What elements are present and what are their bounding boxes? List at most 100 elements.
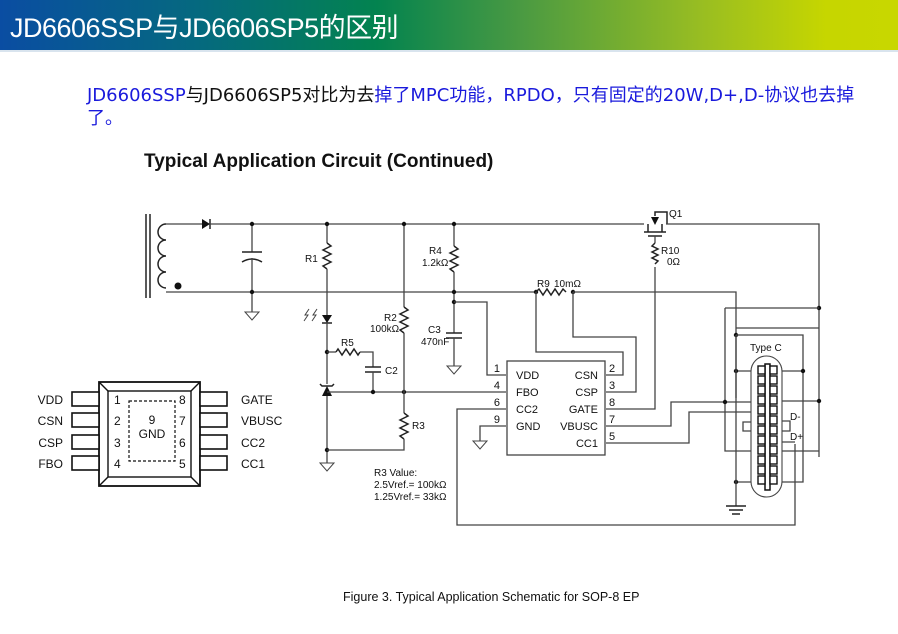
type-c-contact [757,375,766,385]
type-c-contact [769,455,778,465]
c2-label: C2 [385,366,398,377]
package-pin [199,455,228,471]
package-pin-number: 7 [179,414,186,428]
type-c-contact [757,405,766,415]
c3-label: C3 [428,325,441,336]
r4-label: R4 [429,246,442,257]
package-pin [199,412,228,428]
ic-pin-cc2: CC2 [516,404,538,416]
type-c-contact [769,405,778,415]
package-pin [199,434,228,450]
r3-note-title: R3 Value: [374,468,417,479]
transformer [145,214,182,298]
type-c-contact [757,425,766,435]
controller-ic [506,360,606,456]
package-pin [71,434,100,450]
r9-label: R9 [537,279,550,290]
r3-note-line2: 1.25Vref.= 33kΩ [374,492,447,503]
r2-label: R2 [384,313,397,324]
r1-resistor [321,242,333,270]
ground-icon [318,462,336,472]
type-c-contact [757,455,766,465]
type-c-contact [757,395,766,405]
output-capacitor [241,224,263,321]
r4-resistor [448,245,460,273]
ic-pin-cc1: CC1 [576,438,598,450]
ic-pin-csn: CSN [575,370,598,382]
ic-pin-number: 5 [609,431,615,443]
r3-note-line1: 2.5Vref.= 100kΩ [374,480,447,491]
type-c-contact [769,465,778,475]
package-pin-name: FBO [38,457,63,471]
type-c-contact [769,365,778,375]
type-c-contact [769,435,778,445]
type-c-contact [757,415,766,425]
package-pin-number: 5 [179,457,186,471]
type-c-contact [757,445,766,455]
d-minus-label: D- [790,412,801,423]
type-c-contact [769,425,778,435]
package-pin [71,455,100,471]
r5-label: R5 [341,338,354,349]
ic-pin-number: 2 [609,363,615,375]
rectifier-diode-icon [202,219,210,229]
d-plus-label: D+ [790,432,803,443]
type-c-contact [757,385,766,395]
package-pin-name: VBUSC [241,414,283,428]
package-pin-number: 6 [179,436,186,450]
ic-pin-gate: GATE [569,404,598,416]
ground-icon [445,365,463,375]
pad-number: 9 [149,413,156,427]
ic-pin-vbusc: VBUSC [560,421,598,433]
type-c-contact [769,475,778,485]
type-c-label: Type C [750,343,782,354]
package-pin-number: 1 [114,393,121,407]
ic-pin-number: 6 [494,397,500,409]
note-part-1: JD6606SSP [87,85,186,106]
pad-name: GND [139,427,166,441]
note-part-3: 掉了MPC功能，RPDO，只有固定的20W,D+,D-协议也去掉了。 [87,85,855,129]
type-c-contact [769,395,778,405]
ground-icon [471,440,489,450]
c3-value: 470nF [421,337,449,348]
r5-resistor [335,347,361,357]
page-title: JD6606SSP与JD6606SP5的区别 [10,13,399,43]
shunt-regulator-icon [322,386,332,396]
package-pin-name: VDD [38,393,64,407]
r9-value: 10mΩ [554,279,581,290]
package-pin [71,412,100,428]
package-pin-name: CSP [38,436,63,450]
r3-resistor [398,412,410,440]
r9-resistor [535,287,567,297]
type-c-contact [757,465,766,475]
ic-pin-gnd: GND [516,421,541,433]
ic-pin-csp: CSP [575,387,598,399]
r3-label: R3 [412,421,425,432]
type-c-contact [757,475,766,485]
banner-divider [0,50,898,52]
circuit-title: Typical Application Circuit (Continued) [144,151,494,172]
type-c-contact [757,365,766,375]
polarity-dot [174,282,182,290]
type-c-contact [769,445,778,455]
package-pin-number: 3 [114,436,121,450]
package-pin-name: CC1 [241,457,265,471]
ic-pin-number: 4 [494,380,500,392]
ic-pin-number: 3 [609,380,615,392]
r2-value: 100kΩ [370,324,400,335]
package-pin [199,391,228,407]
exposed-pad [128,400,176,462]
title-banner: JD6606SSP与JD6606SP5的区别 [0,0,898,50]
ic-pin-number: 8 [609,397,615,409]
package-pin-name: CC2 [241,436,265,450]
q1-label: Q1 [669,209,683,220]
package-pin-name: GATE [241,393,273,407]
type-c-contact [769,375,778,385]
r1-label: R1 [305,254,318,265]
figure-caption: Figure 3. Typical Application Schematic … [343,590,640,604]
type-c-connector: Type C D- D+ [722,305,822,515]
ic-pin-fbo: FBO [516,387,539,399]
package-pin-number: 4 [114,457,121,471]
ground-icon [243,311,261,321]
